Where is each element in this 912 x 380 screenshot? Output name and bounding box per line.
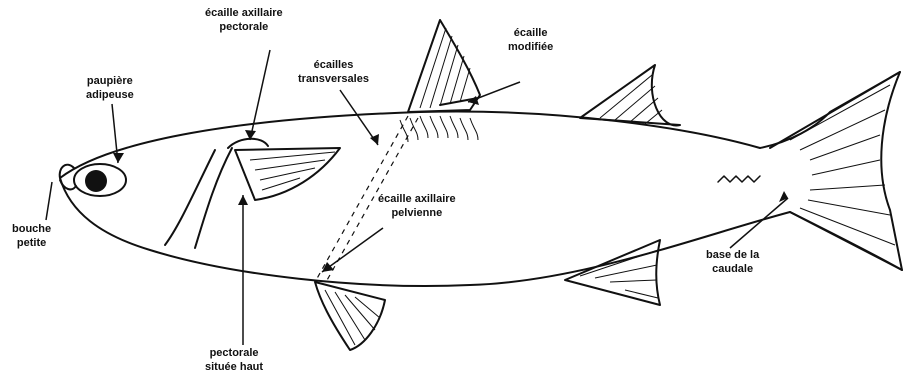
pupil [85, 170, 107, 192]
leader-transverse [340, 90, 378, 145]
label-axillary-pectoral-line1: écaille axillaire [205, 6, 283, 20]
label-axillary-pectoral-line2: pectorale [205, 20, 283, 34]
axillary-pectoral-scale [228, 139, 268, 148]
label-mouth-line2: petite [12, 236, 51, 250]
label-axillary-pelvic-line1: écaille axillaire [378, 192, 456, 206]
label-modified-line1: écaille [508, 26, 553, 40]
label-eyelid-line1: paupière [86, 74, 134, 88]
label-caudal-base-line2: caudale [706, 262, 759, 276]
label-modified-line2: modifiée [508, 40, 553, 54]
label-eyelid-line2: adipeuse [86, 88, 134, 102]
label-transverse-line2: transversales [298, 72, 369, 86]
gill-cover [165, 150, 215, 245]
label-caudal-base-line1: base de la [706, 248, 759, 262]
dorsal-fin-2 [580, 65, 680, 125]
label-eyelid: paupière adipeuse [86, 74, 134, 102]
label-transverse: écailles transversales [298, 58, 369, 86]
label-mouth: bouche petite [12, 222, 51, 250]
label-caudal-base: base de la caudale [706, 248, 759, 276]
label-transverse-line1: écailles [298, 58, 369, 72]
label-axillary-pectoral: écaille axillaire pectorale [205, 6, 283, 34]
label-modified: écaille modifiée [508, 26, 553, 54]
body-outline [60, 72, 902, 286]
label-mouth-line1: bouche [12, 222, 51, 236]
leader-caudal-base [730, 198, 788, 248]
label-pectoral-high-line1: pectorale [205, 346, 263, 360]
leader-mouth [46, 182, 52, 220]
label-pectoral-high: pectorale située haut [205, 346, 263, 374]
leader-axillary-pectoral [250, 50, 270, 140]
label-pectoral-high-line2: située haut [205, 360, 263, 374]
label-axillary-pelvic: écaille axillaire pelvienne [378, 192, 456, 220]
label-axillary-pelvic-line2: pelvienne [378, 206, 456, 220]
caudal-base-marks [718, 176, 760, 182]
